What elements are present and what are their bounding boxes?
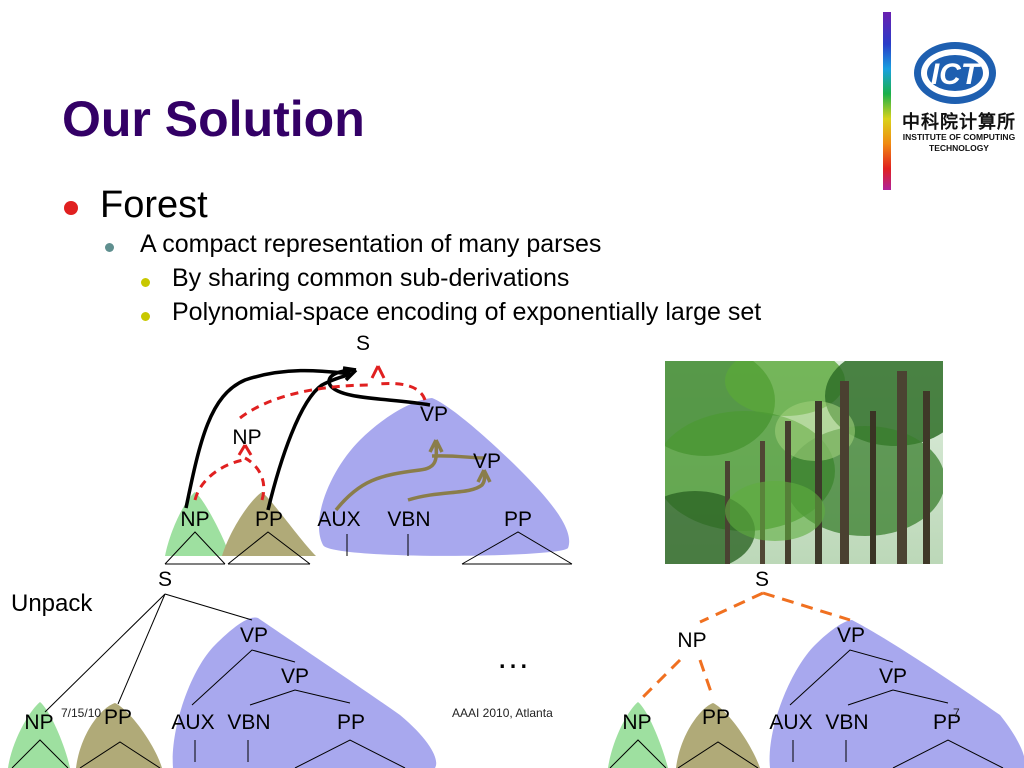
tree-right-leaf-pp: PP: [702, 706, 730, 729]
tree-left-leaf-aux: AUX: [171, 711, 214, 734]
tree-left-leaf-pp2: PP: [337, 711, 365, 734]
forest-leaf-vbn: VBN: [387, 508, 430, 531]
forest-np-label: NP: [232, 426, 261, 449]
tree-right-np-label: NP: [677, 629, 706, 652]
forest-vp-inner-label: VP: [473, 450, 501, 473]
logo-chinese-name: 中科院计算所: [902, 112, 1016, 133]
logo-acronym: ICT: [931, 58, 982, 91]
tree-right-vp-top-label: VP: [837, 624, 865, 647]
bullet-dot-yellow: [141, 312, 150, 321]
tree-left-leaf-pp: PP: [104, 706, 132, 729]
bullet-compact-representation: A compact representation of many parses: [140, 230, 602, 258]
bullet-forest: Forest: [100, 184, 208, 226]
tree-right-leaf-vbn: VBN: [825, 711, 868, 734]
ellipsis: …: [496, 638, 530, 676]
logo-caption: INSTITUTE OF COMPUTING TECHNOLOGY: [895, 132, 1023, 154]
tree-right-leaf-pp2: PP: [933, 711, 961, 734]
forest-leaf-np: NP: [180, 508, 209, 531]
tree-left-vp-inner-label: VP: [281, 665, 309, 688]
forest-root-label: S: [356, 332, 370, 355]
forest-leaf-pp: PP: [255, 508, 283, 531]
tree-right-root-label: S: [755, 568, 769, 591]
np-triangle: [165, 492, 230, 556]
bullet-dot-yellow: [141, 278, 150, 287]
forest-vp-top-label: VP: [420, 403, 448, 426]
footer-venue: AAAI 2010, Atlanta: [452, 706, 553, 720]
tree-right-leaf-np: NP: [622, 711, 651, 734]
bullet-dot-red: [64, 201, 78, 215]
forest-leaf-aux: AUX: [317, 508, 360, 531]
tree-left-vp-top-label: VP: [240, 624, 268, 647]
tree-right-vp-inner-label: VP: [879, 665, 907, 688]
logo-caption-line1: INSTITUTE OF COMPUTING: [902, 132, 1016, 142]
unpack-label: Unpack: [11, 590, 93, 617]
footer-page-number: 7: [953, 706, 960, 720]
bullet-polynomial: Polynomial-space encoding of exponential…: [172, 298, 762, 326]
tree-left-leaf-vbn: VBN: [227, 711, 270, 734]
logo-caption-line2: TECHNOLOGY: [929, 143, 989, 153]
ict-logo-icon: ICT: [914, 42, 996, 104]
tree-left-root-label: S: [158, 568, 172, 591]
forest-photo-icon: [665, 361, 943, 564]
pp-triangle: [222, 492, 316, 556]
vp-blob: [318, 398, 570, 556]
tree-right-leaf-aux: AUX: [769, 711, 812, 734]
footer-date: 7/15/10: [61, 706, 102, 720]
slide-title: Our Solution: [62, 91, 365, 147]
forest-leaf-pp2: PP: [504, 508, 532, 531]
tree-left-leaf-np: NP: [24, 711, 53, 734]
bullet-dot-teal: [105, 243, 114, 252]
logo-color-bar: [883, 12, 891, 190]
bullet-sharing: By sharing common sub-derivations: [172, 264, 570, 292]
